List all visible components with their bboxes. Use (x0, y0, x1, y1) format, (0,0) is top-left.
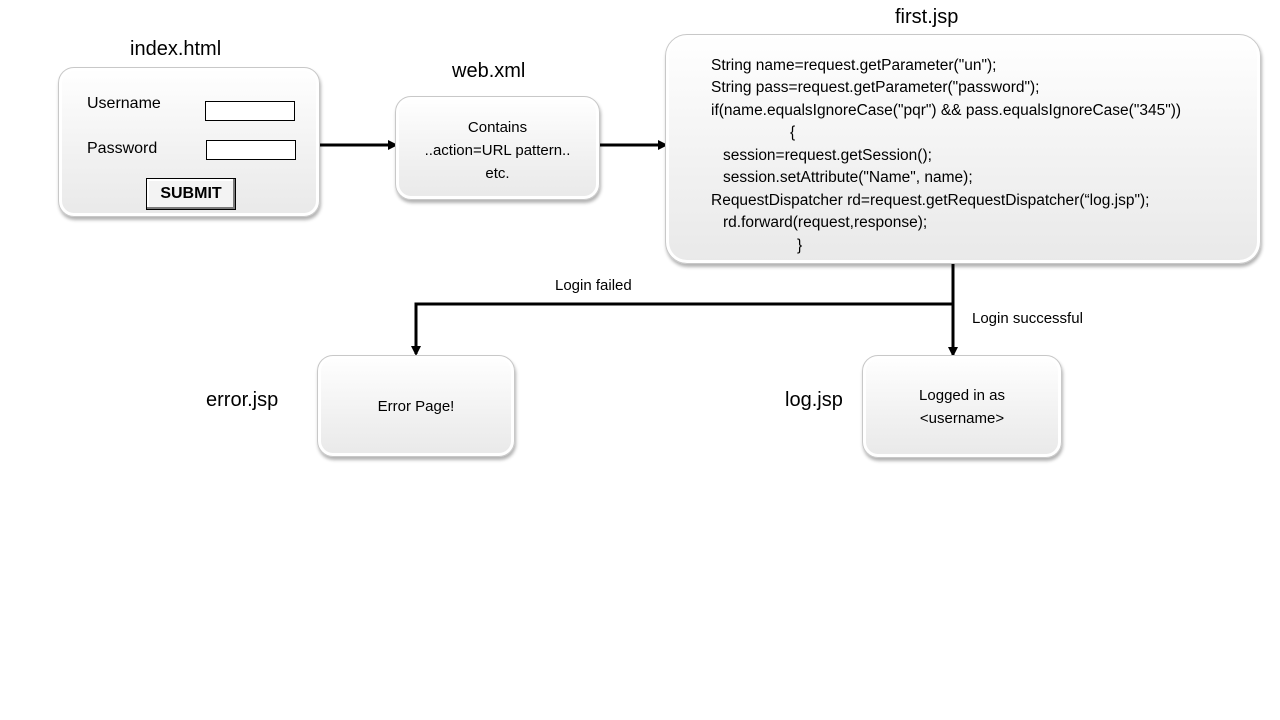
arrow-first-to-error (411, 302, 953, 356)
code-line: { (790, 124, 796, 141)
password-field[interactable] (206, 140, 296, 160)
log-box: Logged in as <username> (862, 355, 1062, 458)
error-box: Error Page! (317, 355, 515, 457)
code-line: session=request.getSession(); (723, 147, 932, 164)
first-box: String name=request.getParameter("un"); … (665, 34, 1261, 264)
error-text: Error Page! (377, 398, 455, 415)
code-line: if(name.equalsIgnoreCase("pqr") && pass.… (711, 102, 1182, 119)
log-title: log.jsp (785, 389, 843, 411)
username-label: Username (87, 95, 161, 112)
first-title: first.jsp (895, 6, 959, 28)
error-title: error.jsp (206, 389, 279, 411)
index-box: Username Password SUBMIT (58, 67, 320, 217)
code-line: String name=request.getParameter("un"); (711, 57, 997, 74)
code-line: rd.forward(request,response); (723, 214, 928, 231)
code-line: } (797, 237, 803, 254)
code-line: RequestDispatcher rd=request.getRequestD… (711, 192, 1150, 209)
webxml-box: Contains ..action=URL pattern.. etc. (395, 96, 600, 200)
log-line: Logged in as (919, 387, 1005, 404)
username-field[interactable] (205, 101, 295, 121)
code-line: String pass=request.getParameter("passwo… (711, 79, 1040, 96)
password-label: Password (87, 140, 158, 157)
code-line: session.setAttribute("Name", name); (723, 169, 973, 186)
login-failed-label: Login failed (555, 277, 632, 294)
index-title: index.html (130, 38, 222, 60)
log-line: <username> (919, 410, 1005, 427)
webxml-title: web.xml (452, 60, 526, 82)
submit-button[interactable]: SUBMIT (146, 178, 236, 210)
webxml-line: etc. (485, 165, 510, 182)
webxml-line: Contains (467, 119, 528, 136)
webxml-line: ..action=URL pattern.. (424, 142, 571, 159)
login-successful-label: Login successful (972, 310, 1083, 327)
